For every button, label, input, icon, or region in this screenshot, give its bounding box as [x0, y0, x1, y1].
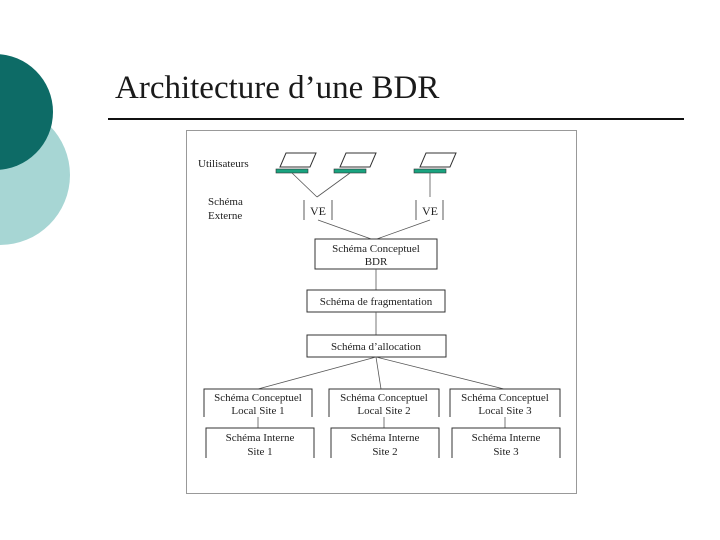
users-label: Utilisateurs [198, 158, 249, 170]
decor-circle-dark [0, 54, 53, 170]
internal-schema-site: Site 2 [372, 446, 397, 458]
conceptual-schema-subtitle: BDR [365, 256, 388, 268]
user-terminal-icon [275, 152, 317, 174]
ve-box: VE [415, 200, 444, 220]
fragmentation-schema-label: Schéma de fragmentation [320, 296, 433, 308]
diagram-canvas: Utilisateurs Schéma Externe [186, 130, 577, 494]
local-conceptual-schema-box: Schéma Conceptuel Local Site 3 [449, 388, 561, 417]
slide-title: Architecture d’une BDR [115, 70, 440, 106]
local-conceptual-site: Local Site 1 [231, 405, 284, 417]
decorative-circles [0, 54, 70, 245]
internal-schema-box: Schéma Interne Site 1 [205, 427, 315, 458]
ve-box: VE [303, 200, 333, 220]
local-conceptual-title: Schéma Conceptuel [214, 392, 302, 404]
allocation-schema-box: Schéma d’allocation [306, 334, 447, 358]
ve-label: VE [422, 204, 438, 218]
local-conceptual-title: Schéma Conceptuel [340, 392, 428, 404]
local-to-internal-connectors [257, 417, 506, 428]
fragmentation-schema-box: Schéma de fragmentation [306, 289, 446, 313]
allocation-connectors [257, 356, 505, 390]
internal-schema-title: Schéma Interne [472, 432, 541, 444]
ve-label: VE [310, 204, 326, 218]
conceptual-schema-title: Schéma Conceptuel [332, 243, 420, 255]
local-conceptual-site: Local Site 2 [357, 405, 410, 417]
terminal-connectors [291, 172, 431, 198]
title-underline [108, 118, 684, 120]
internal-schema-title: Schéma Interne [226, 432, 295, 444]
internal-schema-site: Site 3 [493, 446, 519, 458]
ve-connectors [317, 219, 431, 241]
conceptual-schema-box: Schéma Conceptuel BDR [314, 238, 438, 270]
allocation-schema-label: Schéma d’allocation [331, 341, 422, 353]
external-schema-label: Schéma [208, 196, 243, 208]
internal-schema-box: Schéma Interne Site 2 [330, 427, 440, 458]
local-conceptual-title: Schéma Conceptuel [461, 392, 549, 404]
internal-schema-title: Schéma Interne [351, 432, 420, 444]
external-schema-label: Externe [208, 210, 242, 222]
internal-schema-site: Site 1 [247, 446, 272, 458]
local-conceptual-schema-box: Schéma Conceptuel Local Site 1 [203, 388, 313, 417]
internal-schema-box: Schéma Interne Site 3 [451, 427, 561, 458]
local-conceptual-site: Local Site 3 [478, 405, 532, 417]
architecture-diagram: Utilisateurs Schéma Externe [186, 130, 578, 501]
local-conceptual-schema-box: Schéma Conceptuel Local Site 2 [328, 388, 440, 417]
user-terminal-icon [413, 152, 457, 174]
